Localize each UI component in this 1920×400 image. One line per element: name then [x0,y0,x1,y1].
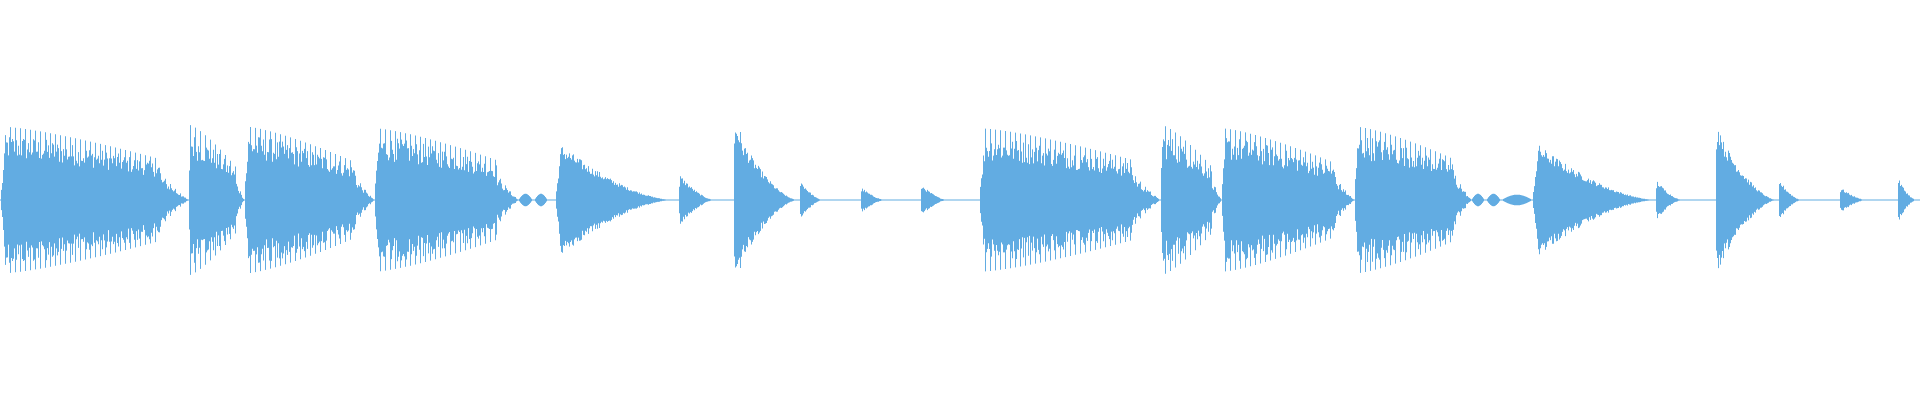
waveform-samples [1,125,1915,275]
